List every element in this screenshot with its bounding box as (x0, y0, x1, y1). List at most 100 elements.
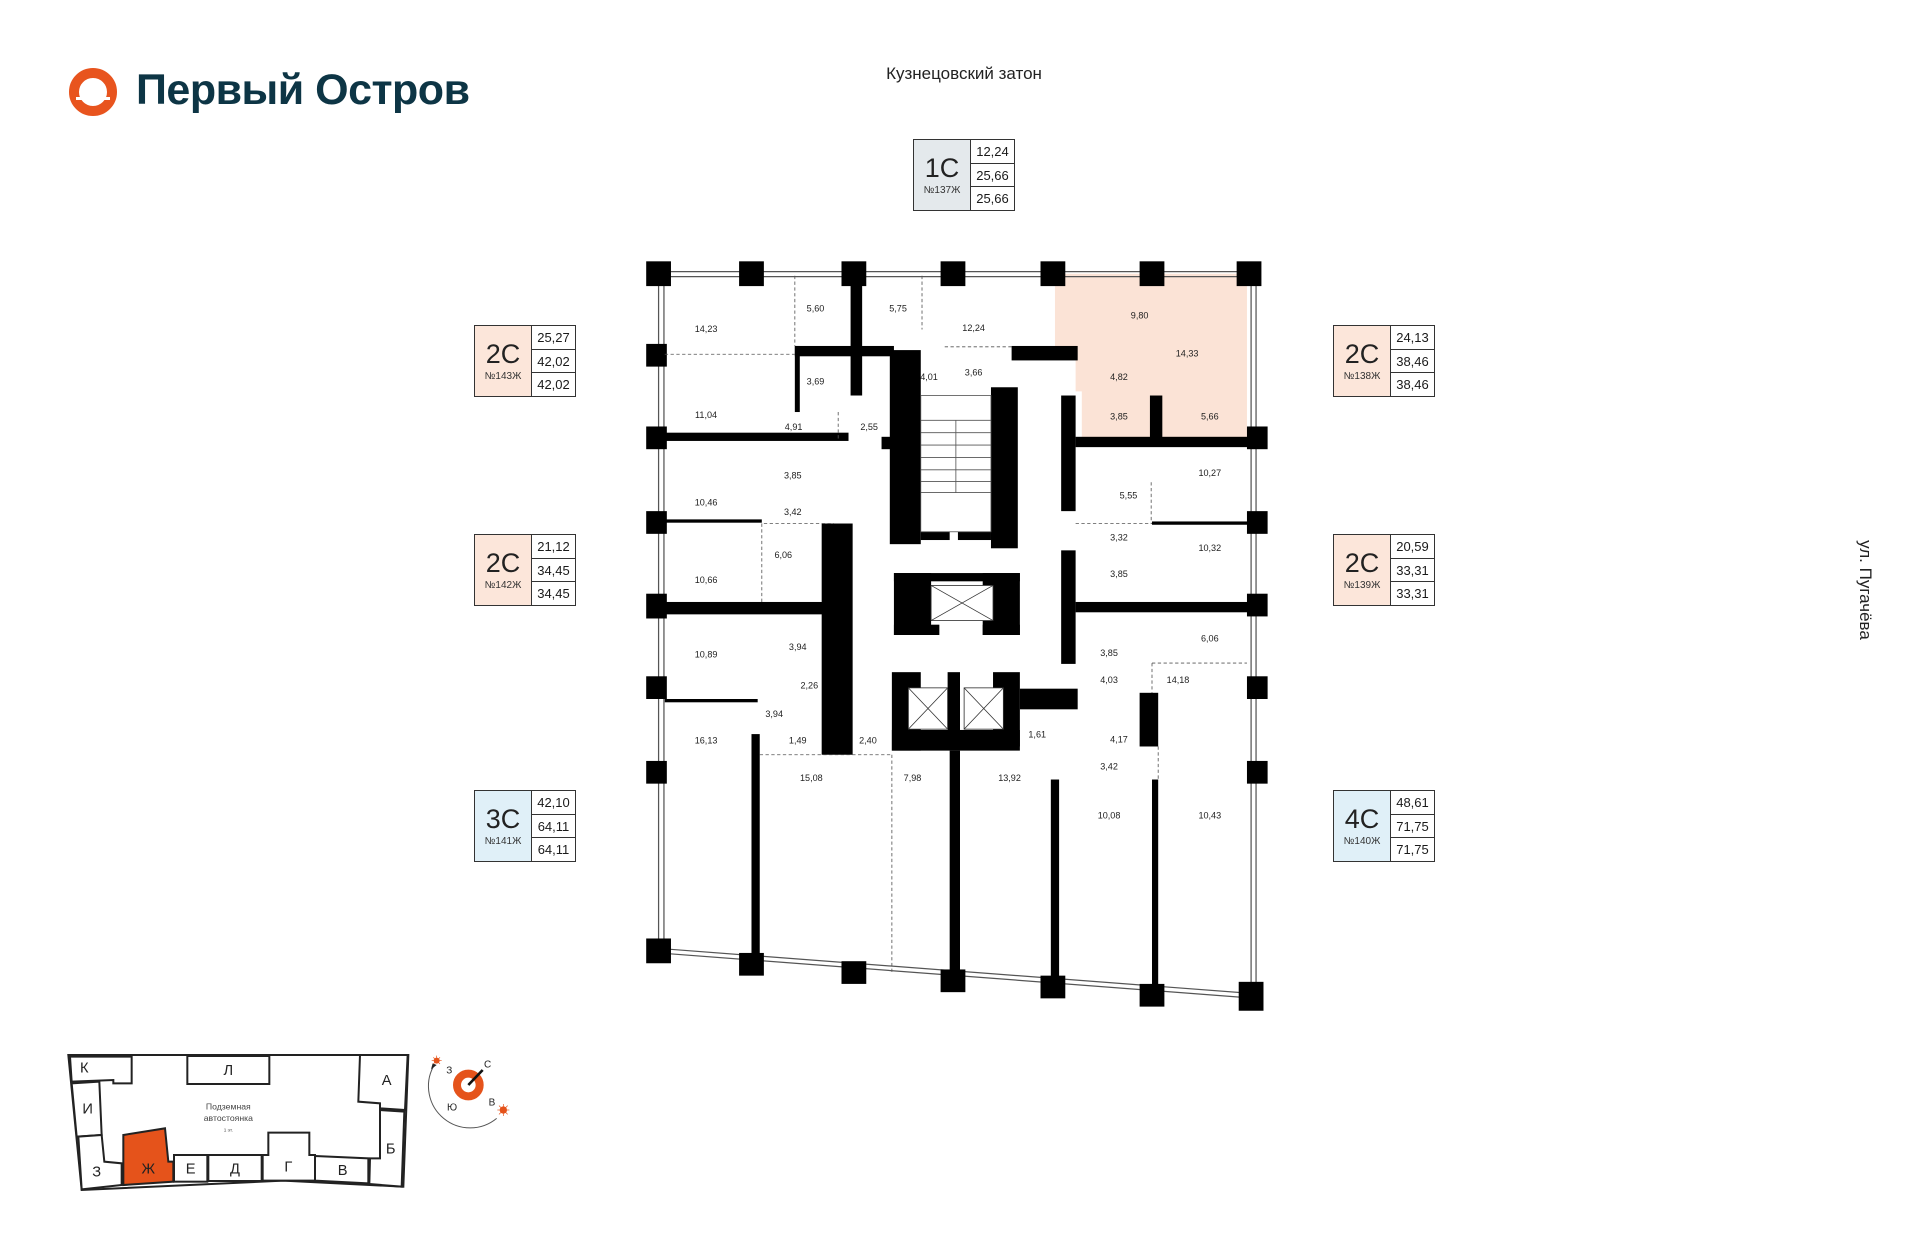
total-area-with-balcony: 64,11 (537, 842, 570, 858)
room-area: 3,85 (1110, 569, 1128, 579)
living-area: 21,12 (532, 535, 575, 559)
room-area: 3,85 (1110, 411, 1128, 421)
apartment-number: №138Ж (1343, 371, 1381, 382)
section-v[interactable] (314, 1154, 370, 1185)
section-label: Л (224, 1063, 234, 1079)
room-area: 15,08 (800, 773, 823, 783)
compass-icon: З С Ю В (427, 1055, 510, 1129)
apartment-type-cell: 2С №138Ж (1334, 326, 1391, 396)
room-area: 10,66 (695, 575, 718, 585)
room-area: 10,43 (1198, 810, 1221, 820)
room-area: 3,32 (1110, 532, 1128, 542)
room-area: 3,66 (965, 367, 983, 377)
room-area: 16,13 (695, 736, 718, 746)
room-area: 3,42 (1100, 762, 1118, 772)
compass-south: Ю (447, 1103, 457, 1114)
room-area: 4,82 (1110, 372, 1128, 382)
room-area: 4,17 (1110, 734, 1128, 744)
apartment-type: 2С (485, 339, 521, 369)
parking-label: автостоянка (204, 1113, 253, 1123)
interior-walls (658, 271, 1256, 986)
section-label: Г (284, 1160, 292, 1176)
room-area: 5,60 (807, 303, 825, 313)
sun-icon (433, 1057, 507, 1114)
section-a[interactable] (357, 1054, 409, 1112)
room-area: 12,24 (962, 323, 985, 333)
total-area: 34,45 (532, 559, 575, 583)
room-area: 4,03 (1100, 675, 1118, 685)
room-area: 4,01 (920, 372, 938, 382)
section-e[interactable] (173, 1154, 209, 1183)
room-area: 3,94 (789, 642, 807, 652)
room-area: 10,08 (1098, 810, 1121, 820)
living-area: 42,10 (532, 791, 575, 815)
total-area-with-balcony: 71,75 (1396, 842, 1429, 858)
total-area: 42,02 (532, 350, 575, 374)
staircase (920, 395, 992, 533)
room-dividers (664, 275, 1247, 974)
columns (646, 261, 1268, 1011)
compass-north: С (484, 1060, 491, 1071)
room-area: 13,92 (998, 773, 1021, 783)
apartment-number: №143Ж (484, 371, 522, 382)
section-label: Е (186, 1161, 196, 1177)
living-area: 25,27 (532, 326, 575, 350)
compass-west: З (446, 1065, 452, 1076)
room-area: 5,75 (889, 303, 907, 313)
room-area: 10,89 (695, 649, 718, 659)
apartment-number: №139Ж (1343, 580, 1381, 591)
living-area: 20,59 (1391, 535, 1434, 559)
total-area: 71,75 (1391, 815, 1434, 839)
section-z[interactable] (77, 1133, 123, 1191)
room-area: 1,49 (789, 736, 807, 746)
apartment-type: 4С (1344, 804, 1380, 834)
room-area: 2,26 (800, 681, 818, 691)
room-area: 10,46 (695, 497, 718, 507)
apartment-number: №142Ж (484, 580, 522, 591)
room-area: 6,06 (774, 550, 792, 560)
room-area: 3,85 (784, 471, 802, 481)
section-k[interactable] (68, 1055, 133, 1085)
highlighted-apartment-138[interactable] (1054, 273, 1247, 439)
room-area: 14,18 (1167, 675, 1190, 685)
apartment-number: №141Ж (484, 836, 522, 847)
apartment-type: 2С (1344, 339, 1380, 369)
floor-plan: 14,23 5,60 5,75 12,24 9,80 14,33 3,69 4,… (646, 261, 1268, 1011)
section-b[interactable] (368, 1108, 406, 1188)
compass-east: В (489, 1097, 496, 1108)
parking-level: 1 эт. (224, 1128, 233, 1133)
room-area: 3,94 (765, 709, 783, 719)
room-area: 1,61 (1028, 729, 1046, 739)
section-g[interactable] (261, 1131, 316, 1182)
room-area-labels: 14,23 5,60 5,75 12,24 9,80 14,33 3,69 4,… (695, 303, 1221, 820)
section-label: Д (230, 1161, 240, 1177)
room-area: 2,40 (859, 736, 877, 746)
apartment-number: №140Ж (1343, 836, 1381, 847)
section-label: З (92, 1165, 101, 1181)
room-area: 11,04 (695, 410, 717, 420)
section-l[interactable] (186, 1055, 271, 1085)
living-area: 24,13 (1391, 326, 1434, 350)
apartment-type: 2С (485, 548, 521, 578)
section-label: Ж (142, 1161, 156, 1177)
apartment-type: 1С (924, 153, 960, 183)
section-label: В (338, 1163, 348, 1179)
section-label: А (382, 1073, 392, 1089)
apartment-type: 3С (485, 804, 521, 834)
apartment-type-cell: 2С №142Ж (475, 535, 532, 605)
apartment-type-cell: 4С №140Ж (1334, 791, 1391, 861)
living-area: 48,61 (1391, 791, 1434, 815)
living-area: 12,24 (971, 140, 1014, 164)
room-area: 7,98 (904, 773, 922, 783)
total-area: 33,31 (1391, 559, 1434, 583)
room-area: 3,42 (784, 507, 802, 517)
